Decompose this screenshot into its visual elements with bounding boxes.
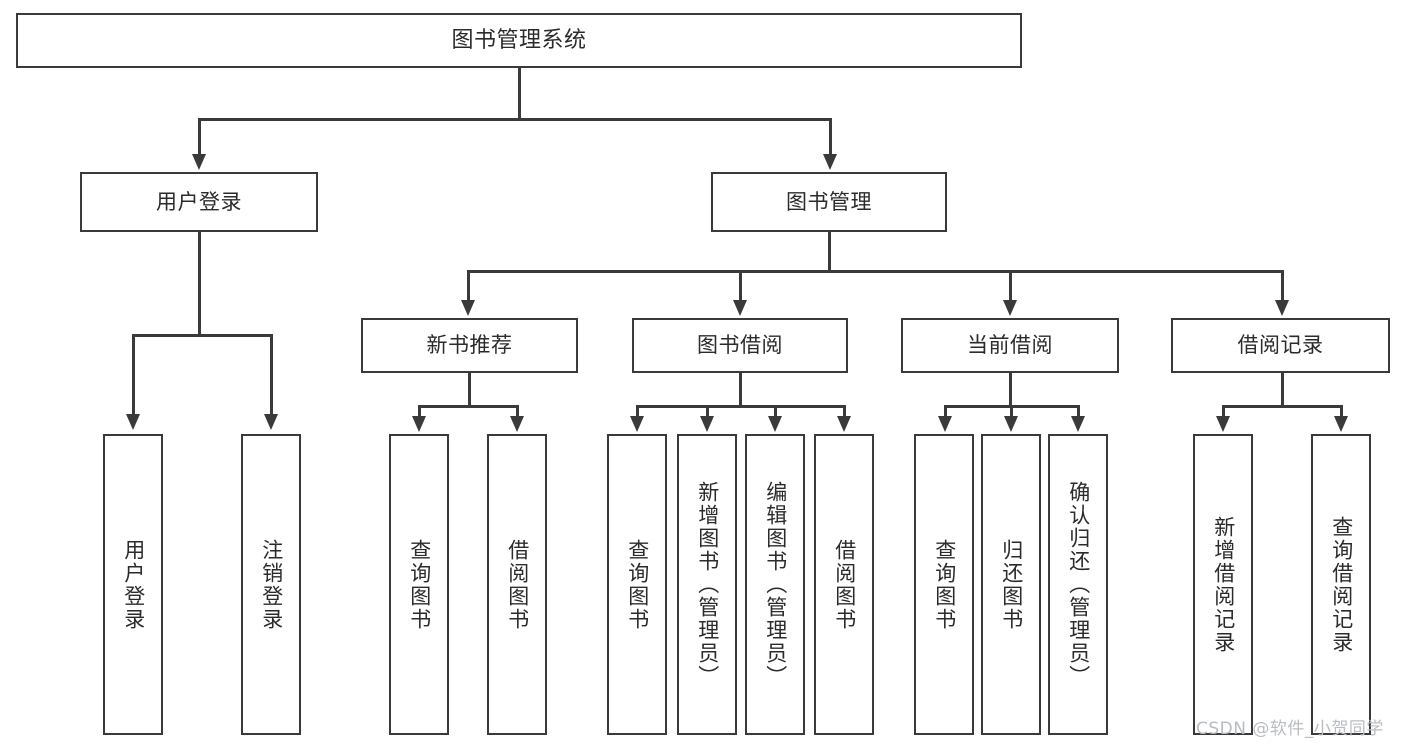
connector-nb-leaf2 <box>516 405 519 419</box>
connector-root-bus <box>198 118 832 121</box>
connector-bb-bus <box>636 405 844 408</box>
arrowhead-user-login <box>192 154 206 170</box>
leaf-add-borrow-record[interactable]: 新增借阅记录 <box>1193 434 1253 735</box>
leaf-add-book-admin[interactable]: 新增图书（管理员） <box>677 434 737 735</box>
arrowhead-nb-leaf2 <box>510 416 524 432</box>
arrowhead-leaf-user-login <box>126 414 140 430</box>
node-label: 查询图书 <box>407 538 432 631</box>
connector-user-login-drop <box>198 232 201 336</box>
connector-to-book-borrow <box>739 270 742 302</box>
connector-to-borrow-record <box>1281 270 1284 302</box>
leaf-confirm-return-admin[interactable]: 确认归还（管理员） <box>1048 434 1108 735</box>
arrowhead-br-leaf1 <box>1216 416 1230 432</box>
node-label: 注销登录 <box>259 538 284 631</box>
connector-root-drop <box>518 68 521 120</box>
connector-bb-leaf3 <box>774 405 777 419</box>
node-label: 编辑图书（管理员） <box>763 481 788 688</box>
arrowhead-current-borrow <box>1003 300 1017 316</box>
connector-br-drop <box>1281 373 1284 407</box>
connector-book-mgmt-drop <box>828 232 831 272</box>
node-label: 当前借阅 <box>967 333 1053 358</box>
connector-br-leaf1 <box>1222 405 1225 419</box>
connector-to-current-borrow <box>1009 270 1012 302</box>
connector-new-book-drop <box>468 373 471 407</box>
leaf-user-login[interactable]: 用户登录 <box>103 434 163 735</box>
node-label: 归还图书 <box>999 538 1024 631</box>
arrowhead-nb-leaf1 <box>412 416 426 432</box>
leaf-query-borrow-record[interactable]: 查询借阅记录 <box>1311 434 1371 735</box>
leaf-edit-book-admin[interactable]: 编辑图书（管理员） <box>745 434 805 735</box>
node-label: 图书借阅 <box>697 333 783 358</box>
node-user-login[interactable]: 用户登录 <box>80 172 318 232</box>
node-label: 借阅记录 <box>1237 333 1324 358</box>
connector-user-login-leaf2 <box>270 334 273 416</box>
node-label: 新增借阅记录 <box>1211 515 1236 654</box>
node-label: 图书管理系统 <box>451 27 587 53</box>
arrowhead-br-leaf2 <box>1334 416 1348 432</box>
node-label: 借阅图书 <box>832 538 857 631</box>
node-label: 查询图书 <box>625 538 650 631</box>
leaf-query-book-recommend[interactable]: 查询图书 <box>389 434 449 735</box>
connector-book-mgmt-bus <box>467 270 1283 273</box>
connector-br-bus <box>1222 405 1342 408</box>
node-book-management[interactable]: 图书管理 <box>711 172 947 232</box>
arrowhead-cb-leaf1 <box>938 416 952 432</box>
connector-user-login-leaf1 <box>132 334 135 416</box>
connector-cb-drop <box>1009 373 1012 407</box>
leaf-return-book[interactable]: 归还图书 <box>981 434 1041 735</box>
arrowhead-cb-leaf2 <box>1004 416 1018 432</box>
leaf-logout[interactable]: 注销登录 <box>241 434 301 735</box>
connector-bb-leaf4 <box>843 405 846 419</box>
connector-user-login-bus <box>132 334 271 337</box>
connector-to-new-book <box>467 270 470 302</box>
node-label: 借阅图书 <box>505 538 530 631</box>
connector-bb-leaf1 <box>636 405 639 419</box>
connector-new-book-bus <box>418 405 519 408</box>
node-label: 确认归还（管理员） <box>1066 481 1091 688</box>
node-borrow-record[interactable]: 借阅记录 <box>1171 318 1390 373</box>
arrowhead-bb-leaf1 <box>630 416 644 432</box>
node-book-borrow[interactable]: 图书借阅 <box>632 318 848 373</box>
leaf-query-book-borrow[interactable]: 查询图书 <box>607 434 667 735</box>
arrowhead-cb-leaf3 <box>1071 416 1085 432</box>
connector-cb-leaf3 <box>1077 405 1080 419</box>
node-root-system[interactable]: 图书管理系统 <box>16 13 1022 68</box>
connector-cb-leaf2 <box>1010 405 1013 419</box>
node-label: 用户登录 <box>121 538 146 631</box>
watermark-text: CSDN @软件_小贺同学 <box>1196 719 1384 739</box>
arrowhead-new-book <box>461 300 475 316</box>
leaf-borrow-book[interactable]: 借阅图书 <box>814 434 874 735</box>
connector-bb-leaf2 <box>706 405 709 419</box>
arrowhead-book-borrow <box>733 300 747 316</box>
node-label: 新书推荐 <box>426 333 513 358</box>
arrowhead-borrow-record <box>1275 300 1289 316</box>
arrowhead-bb-leaf3 <box>768 416 782 432</box>
connector-to-user-login <box>198 118 201 156</box>
connector-to-book-mgmt <box>829 118 832 156</box>
connector-br-leaf2 <box>1340 405 1343 419</box>
node-label: 查询图书 <box>932 538 957 631</box>
arrowhead-bb-leaf4 <box>837 416 851 432</box>
node-label: 图书管理 <box>786 189 872 214</box>
node-label: 用户登录 <box>156 189 242 214</box>
connector-cb-leaf1 <box>944 405 947 419</box>
arrowhead-book-mgmt <box>823 154 837 170</box>
node-label: 新增图书（管理员） <box>695 481 720 688</box>
leaf-borrow-book-recommend[interactable]: 借阅图书 <box>487 434 547 735</box>
connector-bb-drop <box>739 373 742 407</box>
leaf-query-book-current[interactable]: 查询图书 <box>914 434 974 735</box>
node-current-borrow[interactable]: 当前借阅 <box>901 318 1119 373</box>
node-label: 查询借阅记录 <box>1329 515 1354 654</box>
arrowhead-bb-leaf2 <box>700 416 714 432</box>
node-new-book-recommend[interactable]: 新书推荐 <box>361 318 578 373</box>
arrowhead-leaf-logout <box>264 414 278 430</box>
connector-nb-leaf1 <box>418 405 421 419</box>
